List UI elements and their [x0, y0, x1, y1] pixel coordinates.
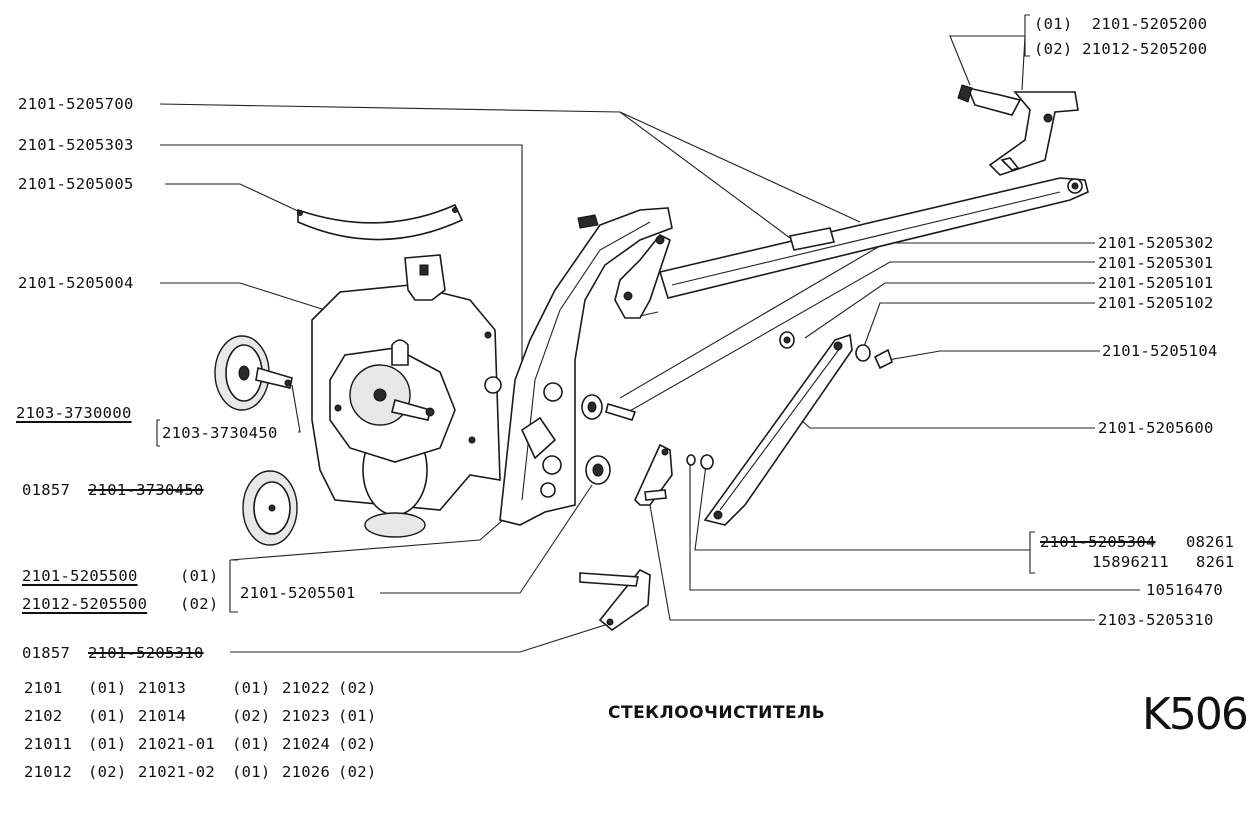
- model-cell: (02): [338, 679, 377, 697]
- label-5205501: 2101-5205501: [240, 584, 356, 602]
- label-5205301: 2101-5205301: [1098, 254, 1214, 272]
- label-2103-5205310: 2103-5205310: [1098, 611, 1214, 629]
- label-5205700: 2101-5205700: [18, 95, 134, 113]
- sheet-code: K506: [1142, 689, 1249, 740]
- label-3730450-b: 2101-3730450: [88, 481, 204, 499]
- wiper-motor: [311, 254, 502, 538]
- model-cell: (01): [338, 707, 377, 725]
- label-shaft-01: (01) 2101-5205200: [1034, 15, 1208, 33]
- cover-strip: [297, 203, 464, 241]
- model-cell: (01): [232, 735, 271, 753]
- gear-lower: [242, 470, 298, 546]
- model-cell: (02): [232, 707, 271, 725]
- label-21012-5205500-variant: (02): [180, 595, 219, 613]
- label-5205005: 2101-5205005: [18, 175, 134, 193]
- label-5205101: 2101-5205101: [1098, 274, 1214, 292]
- model-cell: 21014: [138, 707, 187, 725]
- model-cell: 21021-01: [138, 735, 216, 753]
- linkage-rods: [658, 177, 1089, 299]
- label-3730450-a: 2103-3730450: [162, 424, 278, 442]
- connecting-rod: [703, 333, 853, 526]
- label-5205004: 2101-5205004: [18, 274, 134, 292]
- label-5205500: 2101-5205500: [22, 567, 138, 585]
- model-cell: (02): [88, 763, 127, 781]
- model-cell: (02): [338, 763, 377, 781]
- mounting-bracket: [499, 207, 673, 526]
- lower-crank: [579, 568, 651, 632]
- label-5205600: 2101-5205600: [1098, 419, 1214, 437]
- model-cell: 21013: [138, 679, 187, 697]
- model-cell: 21026: [282, 763, 331, 781]
- model-cell: (01): [88, 707, 127, 725]
- wiper-shaft-assembly: [957, 84, 1079, 176]
- crank-arm: [634, 443, 673, 506]
- model-cell: 2101: [24, 679, 63, 697]
- label-5205303: 2101-5205303: [18, 136, 134, 154]
- model-cell: 21021-02: [138, 763, 216, 781]
- model-cell: 21024: [282, 735, 331, 753]
- label-21012-5205500: 21012-5205500: [22, 595, 148, 613]
- model-cell: (01): [88, 679, 127, 697]
- bushings-washers: [581, 331, 893, 485]
- label-8261: 8261: [1196, 553, 1235, 571]
- label-5205304: 2101-5205304: [1040, 533, 1156, 551]
- diagram-title: СТЕКЛООЧИСТИТЕЛЬ: [608, 703, 826, 723]
- label-5205104: 2101-5205104: [1102, 342, 1218, 360]
- label-08261: 08261: [1186, 533, 1235, 551]
- label-5205102: 2101-5205102: [1098, 294, 1214, 312]
- label-shaft-02: (02) 21012-5205200: [1034, 40, 1208, 58]
- model-cell: 21011: [24, 735, 73, 753]
- model-cell: (01): [232, 763, 271, 781]
- label-5205310-b: 2101-5205310: [88, 644, 204, 662]
- label-5205500-variant: (01): [180, 567, 219, 585]
- label-01857-a: 01857: [22, 481, 71, 499]
- model-cell: 21012: [24, 763, 73, 781]
- model-cell: 21022: [282, 679, 331, 697]
- label-10516470: 10516470: [1146, 581, 1224, 599]
- label-5205302: 2101-5205302: [1098, 234, 1214, 252]
- model-cell: (01): [232, 679, 271, 697]
- label-01857-b: 01857: [22, 644, 71, 662]
- model-cell: 21023: [282, 707, 331, 725]
- label-15896211: 15896211: [1092, 553, 1170, 571]
- gear-upper: [214, 335, 293, 411]
- model-cell: (02): [338, 735, 377, 753]
- model-cell: 2102: [24, 707, 63, 725]
- label-3730000: 2103-3730000: [16, 404, 132, 422]
- model-cell: (01): [88, 735, 127, 753]
